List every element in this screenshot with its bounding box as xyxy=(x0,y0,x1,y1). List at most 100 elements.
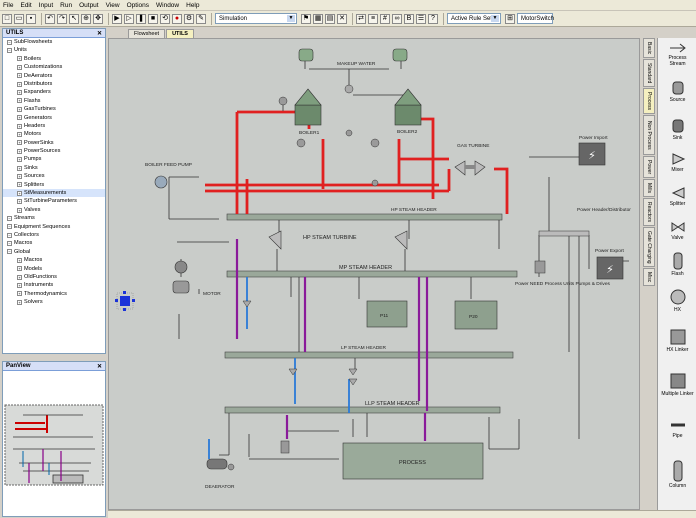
tools-icon[interactable]: ✎ xyxy=(196,13,206,24)
tree-item[interactable]: −Streams xyxy=(3,214,105,222)
save-icon[interactable]: ▪ xyxy=(26,13,36,24)
menu-edit[interactable]: Edit xyxy=(20,1,32,9)
menu-options[interactable]: Options xyxy=(126,1,149,9)
flowsheet-diagram[interactable]: HP STEAM HEADER MP STEAM HEADER LP STEAM… xyxy=(109,39,640,510)
tree-item[interactable]: +Sources xyxy=(3,172,105,180)
tree-item[interactable]: −Collectors xyxy=(3,231,105,239)
palette-flash[interactable]: Flash xyxy=(660,252,695,277)
valves[interactable] xyxy=(242,300,358,386)
palette-valve[interactable]: Valve xyxy=(660,220,695,241)
water-lines[interactable] xyxy=(208,277,350,459)
expand-icon[interactable]: + xyxy=(17,199,22,205)
tree-item[interactable]: +DeAerators xyxy=(3,72,105,80)
tree-item[interactable]: +PowerSources xyxy=(3,147,105,155)
list-icon[interactable]: ☰ xyxy=(416,13,426,24)
undo-icon[interactable]: ↶ xyxy=(45,13,55,24)
mp-steam-header[interactable] xyxy=(226,270,518,278)
tree-item[interactable]: +Flashs xyxy=(3,97,105,105)
rule-set-select[interactable]: Active Rule Set ▼ xyxy=(447,13,501,24)
palette-hx-linker[interactable]: HX Linker xyxy=(660,328,695,353)
gas-turbine[interactable]: GAS TURBINE xyxy=(454,143,489,176)
reset-icon[interactable]: ⟲ xyxy=(160,13,170,24)
close-icon[interactable]: ✕ xyxy=(96,30,102,37)
vtab-mills[interactable]: Mills xyxy=(643,179,655,197)
palette-pipe[interactable]: Pipe xyxy=(660,418,695,439)
tree-item[interactable]: +Instruments xyxy=(3,281,105,289)
makeup-water-unit[interactable]: MAKEUP WATER xyxy=(298,48,408,94)
hp-steam-header[interactable] xyxy=(226,213,503,221)
palette-sink[interactable]: Sink xyxy=(660,118,695,141)
mode-select[interactable]: Simulation ▼ xyxy=(215,13,297,24)
palette-column[interactable]: Column xyxy=(660,460,695,489)
tree-item[interactable]: −Macros xyxy=(3,239,105,247)
lp-steam-header[interactable] xyxy=(224,351,514,359)
expand-icon[interactable]: + xyxy=(17,98,22,104)
panview-thumbnail[interactable] xyxy=(3,371,105,515)
palette-hx[interactable]: HX xyxy=(660,288,695,313)
tree-item[interactable]: +Models xyxy=(3,265,105,273)
menu-file[interactable]: File xyxy=(3,1,14,9)
boiler1-unit[interactable]: BOILER1 xyxy=(294,88,322,136)
tree-item[interactable]: +Headers xyxy=(3,122,105,130)
align-icon[interactable]: ≡ xyxy=(368,13,378,24)
tree-item[interactable]: +Solvers xyxy=(3,298,105,306)
tree-item[interactable]: +Expanders xyxy=(3,88,105,96)
vtab-basic[interactable]: Basic xyxy=(643,38,655,58)
tree-item[interactable]: +OldFunctions xyxy=(3,273,105,281)
deaerator-unit[interactable]: DEAERATOR xyxy=(205,440,290,490)
tree-item[interactable]: −Units xyxy=(3,46,105,54)
process-unit-p20[interactable]: P20 xyxy=(454,300,498,330)
lp-steam-lines[interactable] xyxy=(235,239,429,441)
tree-item[interactable]: −Equipment Sequences xyxy=(3,223,105,231)
tree-item[interactable]: +PowerSinks xyxy=(3,139,105,147)
process-block[interactable]: PROCESS xyxy=(342,442,484,480)
chart-icon[interactable]: ▤ xyxy=(325,13,335,24)
process-unit-p11[interactable]: P11 xyxy=(366,300,408,328)
collapse-icon[interactable]: − xyxy=(7,39,12,45)
pause-icon[interactable]: ❚ xyxy=(136,13,146,24)
expand-icon[interactable]: + xyxy=(17,299,22,305)
tree-item[interactable]: −SubFlowsheets xyxy=(3,38,105,46)
palette-mixer[interactable]: Mixer xyxy=(660,152,695,173)
expand-icon[interactable]: + xyxy=(17,148,22,154)
vtab-power[interactable]: Power xyxy=(643,156,655,178)
selected-component[interactable] xyxy=(115,291,135,311)
close-icon[interactable]: ✕ xyxy=(96,363,102,370)
llp-steam-header[interactable] xyxy=(224,406,501,414)
redo-icon[interactable]: ↷ xyxy=(57,13,67,24)
zoom-icon[interactable]: ⊕ xyxy=(81,13,91,24)
expand-icon[interactable]: + xyxy=(17,190,22,196)
stream-icon[interactable]: ⇄ xyxy=(356,13,366,24)
run-icon[interactable]: ▶ xyxy=(112,13,122,24)
boiler2-unit[interactable]: BOILER2 xyxy=(394,88,422,135)
tree-item[interactable]: +Pumps xyxy=(3,155,105,163)
mark-icon[interactable]: ✕ xyxy=(337,13,347,24)
expand-icon[interactable]: + xyxy=(17,81,22,87)
open-icon[interactable]: ▭ xyxy=(14,13,24,24)
menu-window[interactable]: Window xyxy=(156,1,180,9)
expand-icon[interactable]: + xyxy=(17,157,22,163)
expand-icon[interactable]: + xyxy=(17,266,22,272)
collapse-icon[interactable]: − xyxy=(7,215,12,221)
new-icon[interactable]: □ xyxy=(2,13,12,24)
expand-icon[interactable]: + xyxy=(17,257,22,263)
table-icon[interactable]: ▦ xyxy=(313,13,323,24)
tree-item[interactable]: +Generators xyxy=(3,114,105,122)
bold-icon[interactable]: B xyxy=(404,13,414,24)
grid-icon[interactable]: # xyxy=(380,13,390,24)
vtab-reactors[interactable]: Reactors xyxy=(643,198,655,226)
palette-multiple-linker[interactable]: Multiple Linker xyxy=(660,372,695,397)
tree-item[interactable]: +GasTurbines xyxy=(3,105,105,113)
palette-source[interactable]: Source xyxy=(660,80,695,103)
expand-icon[interactable]: + xyxy=(17,90,22,96)
expand-icon[interactable]: + xyxy=(17,123,22,129)
panview-viewport[interactable] xyxy=(4,404,104,486)
collapse-icon[interactable]: − xyxy=(7,249,12,255)
palette-splitter[interactable]: Splitter xyxy=(660,186,695,207)
tree-item[interactable]: +Macros xyxy=(3,256,105,264)
expand-icon[interactable]: + xyxy=(17,165,22,171)
stop-icon[interactable]: ■ xyxy=(148,13,158,24)
tree-item[interactable]: +Splitters xyxy=(3,181,105,189)
vtab-misc[interactable]: Misc xyxy=(643,268,655,286)
expand-icon[interactable]: + xyxy=(17,283,22,289)
